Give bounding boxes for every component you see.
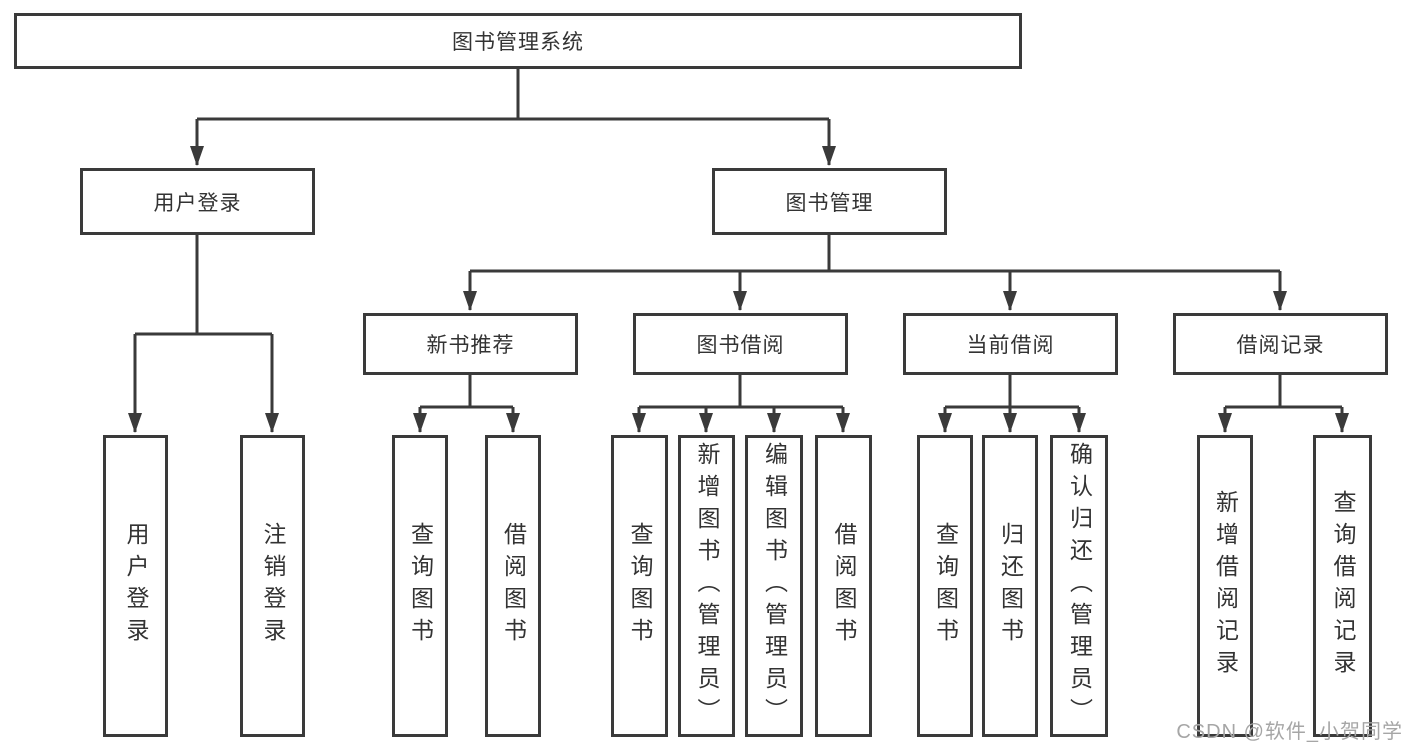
leaf-label: 查询借阅记录 [1330, 490, 1356, 682]
leaf-query-books-recommend: 查询图书 [392, 435, 448, 737]
node-borrowing-records: 借阅记录 [1173, 313, 1388, 375]
node-label: 用户登录 [153, 191, 242, 215]
leaf-label: 查询图书 [407, 522, 434, 650]
node-label: 新书推荐 [426, 334, 515, 357]
node-label: 图书借阅 [696, 334, 785, 357]
leaf-label: 借阅图书 [500, 522, 527, 650]
node-book-borrowing: 图书借阅 [633, 313, 848, 375]
node-current-borrowing: 当前借阅 [903, 313, 1118, 375]
node-label: 图书管理 [785, 191, 874, 215]
node-book-management-branch: 图书管理 [712, 168, 947, 235]
leaf-label: 确认归还（管理员） [1066, 442, 1093, 730]
leaf-add-book-admin: 新增图书（管理员） [678, 435, 735, 737]
node-label: 当前借阅 [966, 334, 1055, 357]
leaf-label: 查询图书 [627, 522, 653, 650]
leaf-query-books-current: 查询图书 [917, 435, 973, 737]
leaf-label: 新增图书（管理员） [694, 442, 720, 730]
node-new-book-recommend: 新书推荐 [363, 313, 578, 375]
csdn-watermark: CSDN @软件_小贺同学 [1176, 721, 1403, 743]
node-label: 借阅记录 [1236, 334, 1325, 357]
leaf-add-borrow-record: 新增借阅记录 [1197, 435, 1253, 737]
leaf-label: 注销登录 [260, 522, 286, 650]
node-label: 图书管理系统 [452, 31, 584, 54]
node-root-system: 图书管理系统 [14, 13, 1022, 69]
leaf-borrow-book: 借阅图书 [815, 435, 872, 737]
leaf-query-borrow-record: 查询借阅记录 [1313, 435, 1372, 737]
leaf-return-book: 归还图书 [982, 435, 1038, 737]
leaf-label: 用户登录 [123, 522, 149, 650]
node-user-login-branch: 用户登录 [80, 168, 315, 235]
leaf-logout: 注销登录 [240, 435, 305, 737]
leaf-user-login: 用户登录 [103, 435, 168, 737]
leaf-label: 编辑图书（管理员） [761, 442, 788, 730]
leaf-query-books-borrow: 查询图书 [611, 435, 668, 737]
leaf-edit-book-admin: 编辑图书（管理员） [745, 435, 803, 737]
leaf-label: 查询图书 [932, 522, 959, 650]
leaf-label: 归还图书 [997, 522, 1024, 650]
leaf-confirm-return-admin: 确认归还（管理员） [1050, 435, 1108, 737]
leaf-borrow-book-recommend: 借阅图书 [485, 435, 541, 737]
leaf-label: 借阅图书 [831, 522, 857, 650]
leaf-label: 新增借阅记录 [1212, 490, 1239, 682]
